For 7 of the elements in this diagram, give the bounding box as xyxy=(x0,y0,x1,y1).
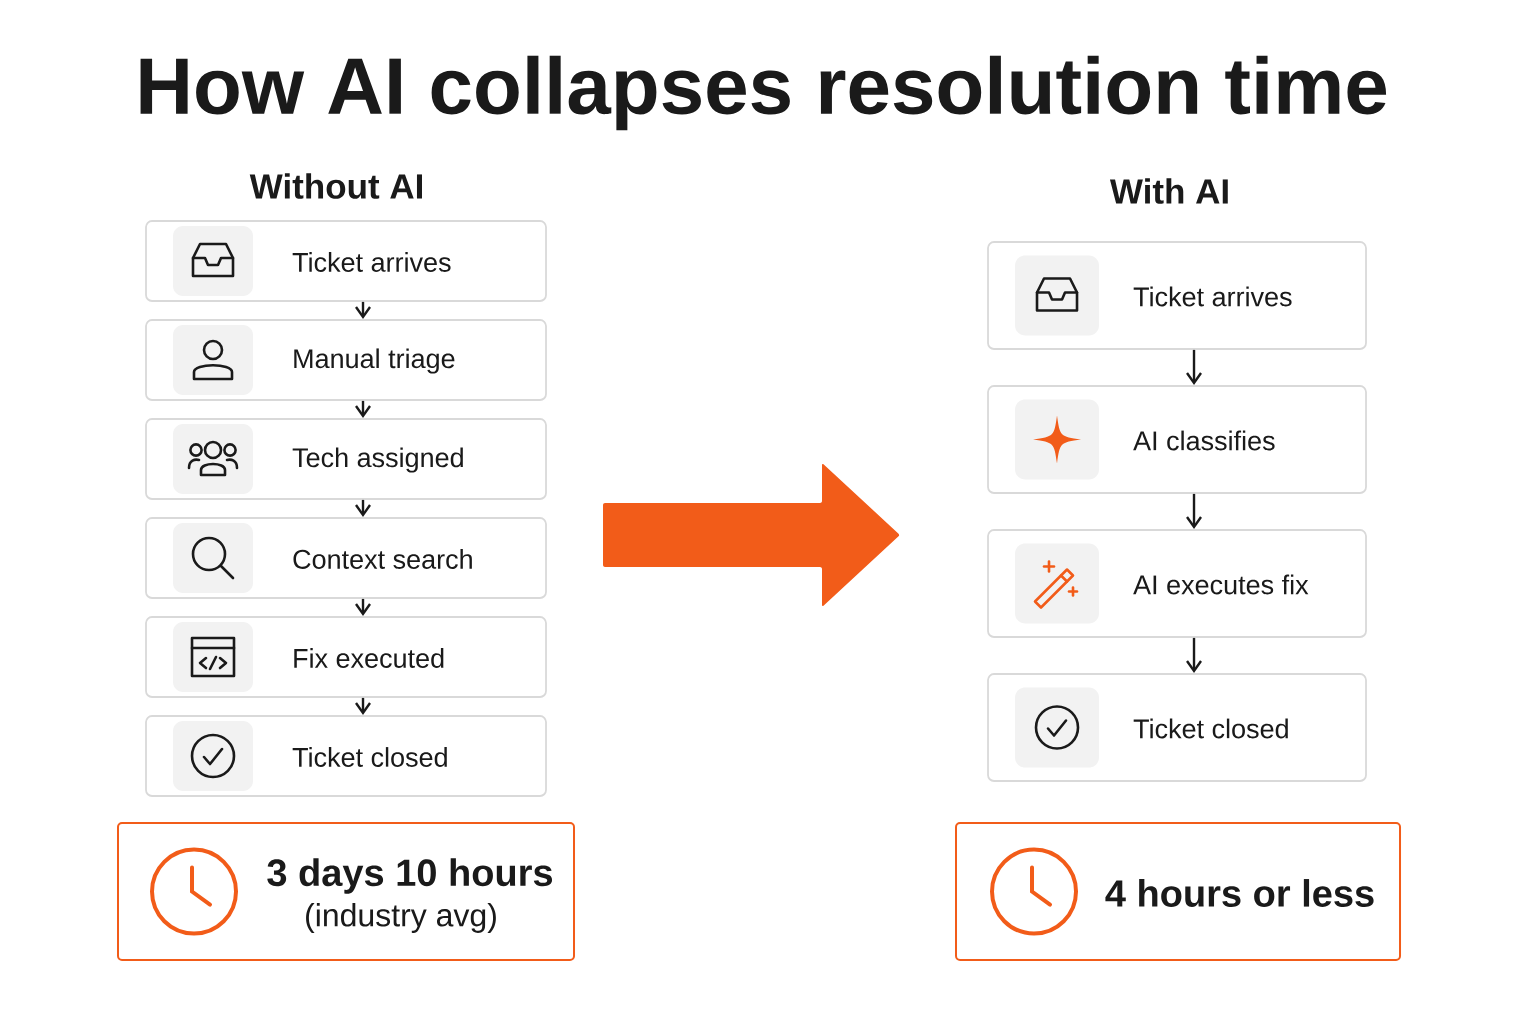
column-heading: With AI xyxy=(1109,178,1228,204)
title: How AI collapses resolution time xyxy=(140,55,1387,131)
time-box: 3 days 10 hours (industry avg) xyxy=(117,822,575,961)
arrow xyxy=(1186,349,1202,386)
arrow xyxy=(1186,637,1202,674)
arrow xyxy=(1186,493,1202,530)
time-box: 4 hours or less xyxy=(955,822,1401,961)
